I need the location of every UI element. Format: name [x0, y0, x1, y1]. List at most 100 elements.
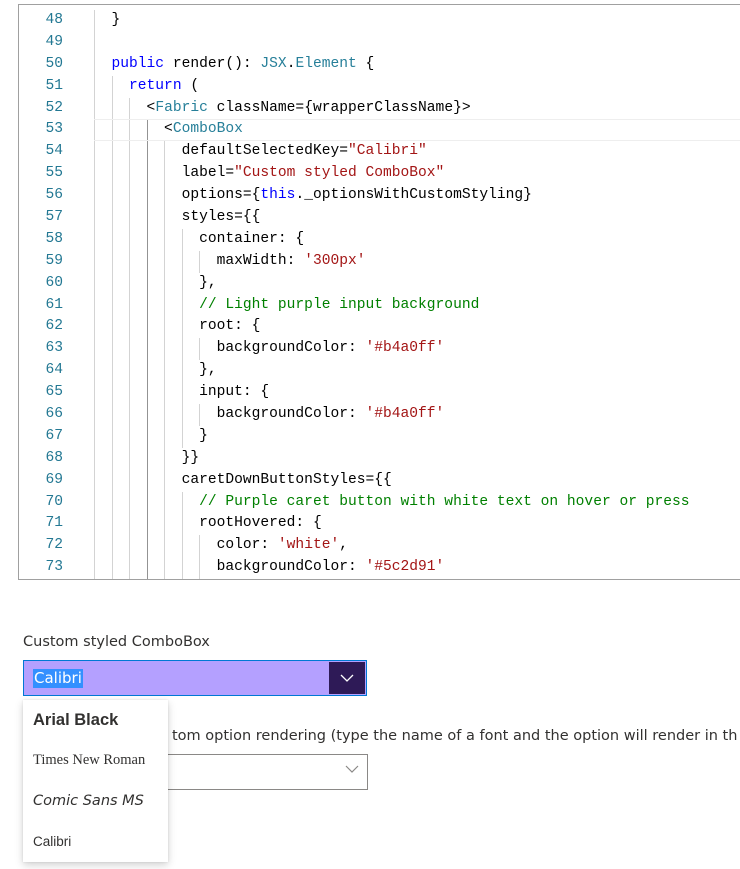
indent-guide — [146, 557, 148, 579]
combobox-dropdown: Arial Black Times New Roman Comic Sans M… — [23, 700, 168, 862]
indent-guide — [181, 513, 183, 536]
indent-guide — [146, 360, 148, 383]
indent-guide — [129, 185, 131, 208]
combobox2-label: tom option rendering (type the name of a… — [172, 728, 738, 744]
option-calibri[interactable]: Calibri — [33, 834, 72, 850]
indent-guide — [129, 163, 131, 186]
code-text: }} — [94, 448, 200, 470]
indent-guide — [111, 557, 113, 579]
code-token — [94, 297, 199, 313]
indent-guide — [164, 185, 166, 208]
code-token: root: { — [94, 318, 261, 335]
indent-guide — [94, 294, 95, 317]
code-line: 64 }, — [19, 360, 740, 383]
indent-guide — [164, 272, 166, 295]
indent-guide — [111, 404, 113, 426]
line-number: 58 — [45, 230, 63, 247]
indent-guide — [94, 272, 95, 295]
code-token: color: — [94, 537, 278, 554]
code-token: }, — [94, 362, 217, 379]
indent-guide — [164, 469, 166, 492]
indent-guide — [111, 513, 113, 536]
indent-guide — [129, 272, 131, 295]
code-line: 68 }} — [19, 447, 740, 470]
indent-guide — [181, 294, 183, 317]
indent-guide — [94, 425, 95, 448]
indent-guide — [146, 338, 148, 361]
line-number: 63 — [45, 340, 63, 357]
combobox-input-selected-text[interactable]: Calibri — [33, 669, 83, 688]
indent-guide — [146, 382, 148, 405]
indent-guide — [164, 447, 166, 470]
indent-guide — [146, 163, 148, 186]
code-token: styles={{ — [94, 209, 261, 226]
indent-guide — [181, 272, 183, 295]
line-number: 71 — [45, 515, 63, 532]
indent-guide — [181, 316, 183, 339]
code-text: color: 'white', — [94, 535, 348, 557]
code-line: 55 label="Custom styled ComboBox" — [19, 163, 740, 186]
code-token: } — [94, 12, 121, 28]
code-line: 73 backgroundColor: '#5c2d91' — [19, 557, 740, 579]
code-line: 69 caretDownButtonStyles={{ — [19, 469, 740, 492]
indent-guide — [94, 535, 95, 558]
code-text: } — [94, 10, 121, 32]
option-times-new-roman[interactable]: Times New Roman — [33, 752, 146, 769]
line-number: 53 — [45, 121, 63, 138]
code-line: 72 color: 'white', — [19, 535, 740, 558]
line-number: 54 — [45, 143, 63, 160]
code-text: // Purple caret button with white text o… — [94, 492, 689, 514]
code-token: maxWidth: — [94, 252, 305, 269]
indent-guide — [94, 53, 95, 76]
code-token: label= — [94, 165, 235, 182]
indent-guide — [146, 185, 148, 208]
code-token: < — [94, 99, 156, 116]
custom-styled-combobox[interactable]: Calibri — [23, 660, 367, 696]
code-text: root: { — [94, 316, 260, 338]
indent-guide — [181, 338, 183, 361]
indent-guide — [164, 228, 166, 251]
code-token: rootHovered: { — [94, 515, 322, 532]
line-number: 64 — [45, 362, 63, 379]
indent-guide — [111, 294, 113, 317]
code-token: 'white' — [277, 537, 340, 554]
indent-guide — [94, 404, 95, 426]
indent-guide — [111, 360, 113, 383]
indent-guide — [164, 491, 166, 514]
indent-guide — [146, 535, 148, 558]
indent-guide — [129, 207, 131, 229]
chevron-down-icon[interactable] — [345, 765, 359, 773]
code-token: container: { — [94, 230, 305, 247]
indent-guide — [164, 425, 166, 448]
option-arial-black[interactable]: Arial Black — [33, 710, 119, 729]
indent-guide — [146, 491, 148, 514]
custom-option-rendering-combobox[interactable] — [150, 754, 368, 790]
indent-guide — [129, 294, 131, 317]
indent-guide — [146, 469, 148, 492]
caret-down-button[interactable] — [329, 662, 365, 694]
code-text: styles={{ — [94, 207, 261, 229]
indent-guide — [94, 163, 95, 186]
indent-guide — [111, 447, 113, 470]
line-number: 61 — [45, 296, 63, 313]
code-line: 65 input: { — [19, 382, 740, 405]
indent-guide — [94, 557, 95, 579]
code-token: '#5c2d91' — [365, 559, 445, 576]
code-line: 71 rootHovered: { — [19, 513, 740, 536]
code-text: input: { — [94, 382, 269, 404]
line-number: 51 — [45, 77, 63, 94]
indent-guide — [164, 163, 166, 186]
indent-guide — [111, 382, 113, 405]
code-text: public render(): JSX.Element { — [94, 54, 375, 76]
code-token — [94, 78, 129, 94]
indent-guide — [129, 316, 131, 339]
code-line: 58 container: { — [19, 228, 740, 251]
indent-guide — [181, 535, 183, 558]
option-comic-sans-ms[interactable]: Comic Sans MS — [33, 793, 144, 810]
code-token: }, — [94, 274, 217, 291]
code-text: defaultSelectedKey="Calibri" — [94, 141, 427, 163]
indent-guide — [164, 316, 166, 339]
indent-guide — [164, 141, 166, 164]
code-text: label="Custom styled ComboBox" — [94, 163, 445, 185]
